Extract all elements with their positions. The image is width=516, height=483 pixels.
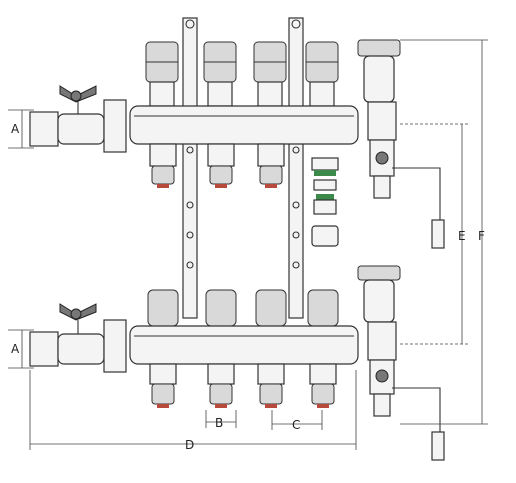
top-flowmeter-caps bbox=[145, 41, 339, 107]
dimension-a-bottom: A bbox=[8, 329, 34, 369]
dimension-e: E bbox=[400, 123, 468, 345]
supply-air-vent-assembly bbox=[357, 39, 445, 249]
dimension-label-d: D bbox=[185, 438, 194, 452]
return-ball-valve bbox=[29, 303, 127, 373]
dimension-a-top: A bbox=[8, 109, 34, 149]
return-manifold-bar bbox=[129, 325, 359, 365]
return-air-vent-assembly bbox=[357, 265, 445, 461]
supply-manifold-bar bbox=[129, 105, 359, 145]
spare-fittings bbox=[311, 157, 339, 247]
supply-outlets bbox=[149, 143, 285, 188]
return-valve-caps bbox=[147, 289, 339, 327]
dimension-f: F bbox=[400, 39, 488, 425]
dimension-label-a-top: A bbox=[11, 122, 20, 136]
dimension-label-a-bottom: A bbox=[11, 342, 20, 356]
dimension-label-f: F bbox=[478, 229, 485, 243]
mounting-bracket-right bbox=[288, 17, 304, 319]
dimension-b: B bbox=[205, 410, 237, 430]
supply-ball-valve bbox=[29, 85, 127, 153]
return-outlets bbox=[149, 363, 337, 408]
dimension-label-e: E bbox=[458, 229, 466, 243]
dimension-label-c: C bbox=[292, 418, 300, 432]
dimension-c: C bbox=[271, 410, 323, 432]
dimension-d: D bbox=[29, 370, 357, 452]
dimension-label-b: B bbox=[215, 416, 223, 430]
mounting-bracket-left bbox=[182, 17, 198, 319]
